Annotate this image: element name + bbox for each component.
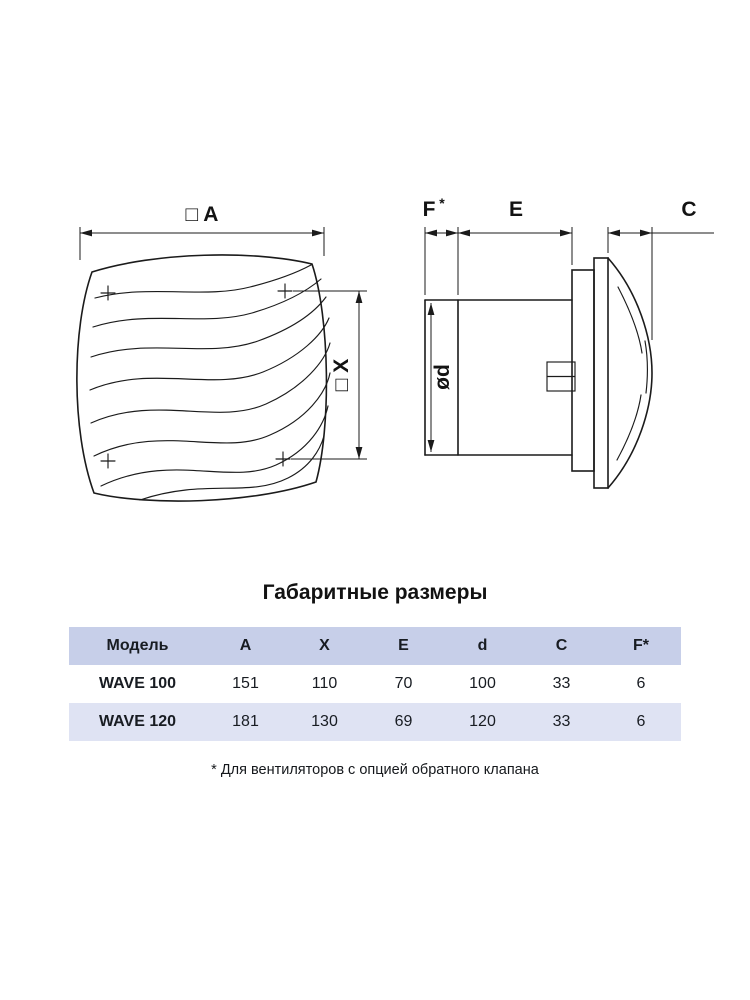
arrow-right-icon <box>640 229 652 237</box>
value-cell-x: 130 <box>285 703 364 741</box>
duct-body <box>424 257 653 489</box>
column-header-c: C <box>522 627 601 665</box>
front-view: □ A □ X <box>76 203 367 502</box>
dim-d: ød <box>427 303 454 452</box>
dimensions-table: Модель A X E d C F* WAVE 100 151 110 70 … <box>69 627 681 741</box>
column-header-model: Модель <box>69 627 206 665</box>
dim-f-star: * <box>439 195 445 211</box>
value-cell-d: 100 <box>469 675 496 692</box>
value-cell-a: 151 <box>232 675 259 692</box>
value-cell-c: 33 <box>522 703 601 741</box>
column-header-f: F* <box>601 627 681 665</box>
arrow-left-icon <box>458 229 470 237</box>
value-cell-f: 6 <box>636 675 646 692</box>
dim-e-label: E <box>509 198 523 221</box>
clip-detail <box>546 361 576 392</box>
arrow-right-icon <box>312 229 324 237</box>
dimension-drawing: □ A □ X <box>76 195 714 502</box>
column-header-d: d <box>443 627 522 665</box>
model-cell: WAVE 120 <box>69 703 206 741</box>
value-cell-a: 181 <box>206 703 285 741</box>
dim-f: F * <box>423 195 458 237</box>
side-view: ød F * E <box>423 195 714 489</box>
column-header-a: A <box>206 627 285 665</box>
value-cell-x: 110 <box>311 675 338 692</box>
value-cell-d: 120 <box>443 703 522 741</box>
value-cell-c: 33 <box>552 675 571 692</box>
table-row-wave-100: WAVE 100 151 110 70 100 33 6 <box>69 665 681 703</box>
page-title: Габаритные размеры <box>262 581 488 604</box>
model-cell: WAVE 100 <box>98 675 177 692</box>
arrow-up-icon <box>427 303 435 315</box>
table-row-wave-120: WAVE 120 181 130 69 120 33 6 <box>69 703 681 741</box>
dim-d-label: ød <box>431 364 454 390</box>
footnote: * Для вентиляторов с опцией обратного кл… <box>211 762 539 778</box>
front-panel-outline <box>76 254 328 502</box>
arrow-left-icon <box>425 229 437 237</box>
dim-c: C <box>608 198 714 237</box>
dim-c-label: C <box>681 198 696 221</box>
arrow-left-icon <box>80 229 92 237</box>
dim-f-label: F <box>423 198 436 221</box>
dim-a-label: □ A <box>186 203 219 226</box>
arrow-down-icon <box>355 447 363 459</box>
arrow-right-icon <box>560 229 572 237</box>
value-cell-e: 69 <box>364 703 443 741</box>
table-header-row: Модель A X E d C F* <box>69 627 681 665</box>
mounting-marks <box>100 283 293 469</box>
extension-lines <box>424 227 653 340</box>
column-header-e: E <box>364 627 443 665</box>
dim-x: □ X <box>291 290 367 460</box>
arrow-up-icon <box>355 291 363 303</box>
arrow-down-icon <box>427 440 435 452</box>
dim-x-label: □ X <box>330 359 353 392</box>
column-header-x: X <box>285 627 364 665</box>
arrow-left-icon <box>608 229 620 237</box>
front-panel-waves <box>89 264 331 501</box>
value-cell-f: 6 <box>601 703 681 741</box>
dim-e: E <box>458 198 572 237</box>
arrow-right-icon <box>446 229 458 237</box>
front-panel-profile <box>607 257 653 489</box>
dim-a: □ A <box>79 203 325 260</box>
value-cell-e: 70 <box>394 675 413 692</box>
